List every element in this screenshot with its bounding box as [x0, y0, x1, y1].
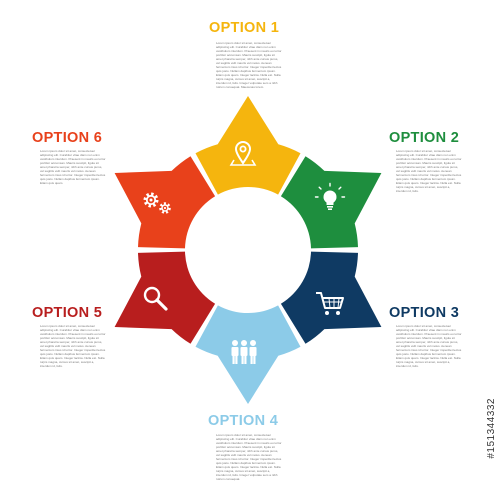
- option-3-text: Lorem ipsum dolor sit amet, consectetuer…: [396, 324, 462, 368]
- option-3-title: OPTION 3: [389, 305, 460, 321]
- option-1-text: Lorem ipsum dolor sit amet, consectetuer…: [216, 41, 282, 89]
- option-5-segment: [114, 251, 216, 344]
- gears-icon: [143, 192, 171, 214]
- option-4-title: OPTION 4: [208, 413, 279, 429]
- option-6-text: Lorem ipsum dolor sit amet, consectetuer…: [40, 149, 106, 185]
- lightbulb-icon: [314, 182, 346, 210]
- location-pin-icon: [229, 141, 257, 166]
- stock-id-watermark: #151344332: [486, 398, 497, 459]
- option-4-text: Lorem ipsum dolor sit amet, consectetuer…: [216, 433, 282, 481]
- magnifier-icon: [143, 286, 168, 311]
- option-4-segment: [195, 305, 301, 404]
- option-2-text: Lorem ipsum dolor sit amet, consectetuer…: [396, 149, 462, 193]
- option-1-title: OPTION 1: [209, 20, 280, 36]
- people-group-icon: [231, 340, 257, 364]
- option-5-title: OPTION 5: [32, 305, 103, 321]
- option-5-text: Lorem ipsum dolor sit amet, consectetuer…: [40, 324, 106, 368]
- option-2-title: OPTION 2: [389, 130, 460, 146]
- shopping-cart-icon: [316, 292, 344, 315]
- option-6-title: OPTION 6: [32, 130, 103, 146]
